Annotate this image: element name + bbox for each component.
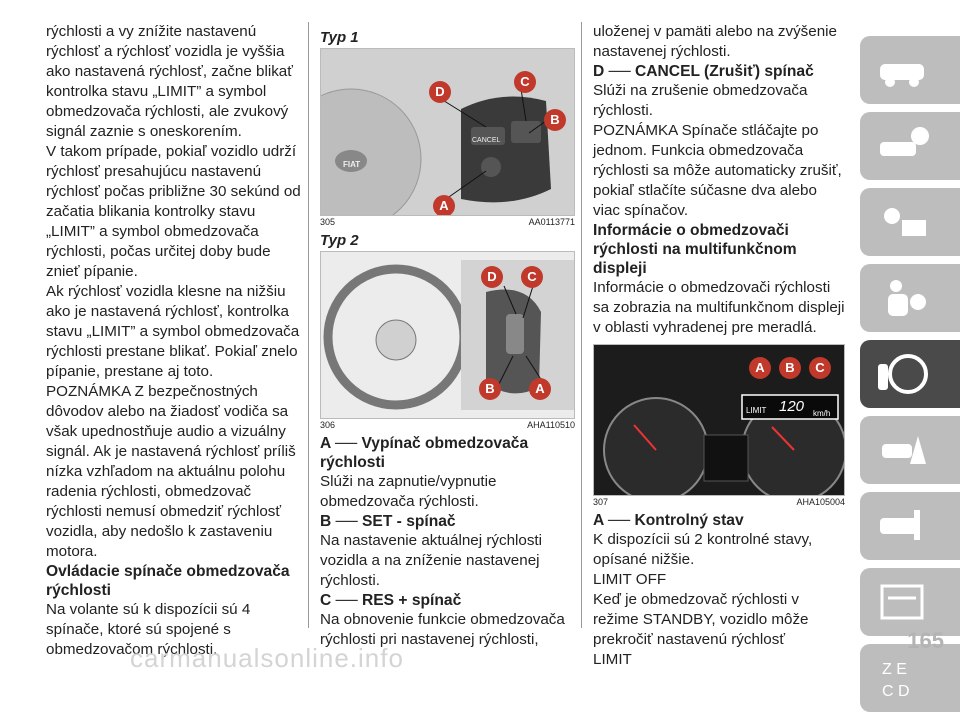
paragraph: LIMIT bbox=[593, 651, 632, 668]
instrument-cluster-illustration bbox=[594, 345, 844, 495]
figure-caption: 305 AA0113771 bbox=[320, 217, 575, 228]
badge-d: D bbox=[429, 81, 451, 103]
figure-number: 305 bbox=[320, 217, 336, 227]
paragraph: Slúži na zapnutie/vypnutie obmedzovača r… bbox=[320, 473, 497, 510]
column-1: rýchlosti a vy znížite nastavenú rýchlos… bbox=[46, 22, 301, 660]
badge-b: B bbox=[544, 109, 566, 131]
column-2: Typ 1 CANCEL FIAT D C B A 305 AA0113771 … bbox=[320, 28, 575, 650]
light-and-message-icon bbox=[884, 208, 926, 236]
svg-text:C D: C D bbox=[882, 683, 910, 700]
section-heading: Ovládacie spínače obmedzovača rýchlosti bbox=[46, 563, 290, 599]
figure-code: AHA105004 bbox=[796, 497, 845, 507]
paragraph: Informácie o obmedzovači rýchlosti sa zo… bbox=[593, 279, 845, 336]
figure-number: 307 bbox=[593, 497, 609, 507]
alphabet-index-icon: Z E C D bbox=[882, 661, 910, 700]
figure-type-label: Typ 1 bbox=[320, 29, 359, 46]
paragraph: Ak rýchlosť vozidla klesne na nižšiu ako… bbox=[46, 283, 300, 380]
tab-safety[interactable] bbox=[860, 264, 960, 332]
display-unit-text: km/h bbox=[813, 409, 831, 418]
seatbelt-airbag-icon bbox=[888, 280, 926, 316]
badge-a: A bbox=[529, 378, 551, 400]
page-number: 165 bbox=[907, 628, 944, 653]
paragraph: K dispozícii sú 2 kontrolné stavy, opísa… bbox=[593, 531, 813, 568]
section-heading: A ── Kontrolný stav bbox=[593, 512, 744, 529]
paragraph: V takom prípade, pokiaľ vozidlo udrží rý… bbox=[46, 143, 301, 280]
column-3: uloženej v pamäti alebo na zvýšenie nast… bbox=[593, 22, 845, 670]
brand-label: FIAT bbox=[343, 160, 361, 169]
tab-car-knowledge[interactable] bbox=[860, 36, 960, 104]
figure-code: AA0113771 bbox=[528, 217, 575, 227]
section-heading: D ── CANCEL (Zrušiť) spínač bbox=[593, 63, 814, 80]
badge-a: A bbox=[749, 357, 771, 379]
figure-305: CANCEL FIAT D C B A bbox=[320, 48, 575, 216]
chapter-sidebar: Z E C D bbox=[860, 36, 960, 720]
badge-b: B bbox=[779, 357, 801, 379]
paragraph: Slúži na zrušenie obmedzovača rýchlosti. bbox=[593, 82, 808, 119]
paragraph: rýchlosti a vy znížite nastavenú rýchlos… bbox=[46, 23, 293, 140]
paragraph: Na nastavenie aktuálnej rýchlosti vozidl… bbox=[320, 532, 543, 589]
section-heading: B ── SET - spínač bbox=[320, 513, 456, 530]
section-heading: Informácie o obmedzovači rýchlosti na mu… bbox=[593, 222, 797, 277]
badge-d: D bbox=[481, 266, 503, 288]
figure-number: 306 bbox=[320, 420, 336, 430]
paragraph: POZNÁMKA Z bezpečnostných dôvodov alebo … bbox=[46, 383, 296, 560]
figure-307: LIMIT 120 km/h A B C bbox=[593, 344, 845, 496]
section-heading: A ── Vypínač obmedzovača rýchlosti bbox=[320, 435, 529, 471]
paragraph: POZNÁMKA Spínače stláčajte po jednom. Fu… bbox=[593, 122, 842, 219]
badge-c: C bbox=[521, 266, 543, 288]
paragraph: Na obnovenie funkcie obmedzovača rýchlos… bbox=[320, 611, 565, 648]
emergency-icon bbox=[882, 436, 926, 464]
paragraph: uloženej v pamäti alebo na zvýšenie nast… bbox=[593, 23, 837, 60]
technical-data-icon bbox=[880, 584, 924, 620]
column-divider bbox=[581, 22, 582, 628]
display-limit-text: LIMIT bbox=[746, 406, 767, 415]
badge-c: C bbox=[809, 357, 831, 379]
column-divider bbox=[308, 22, 309, 628]
tab-maintenance[interactable] bbox=[860, 492, 960, 560]
display-speed-text: 120 bbox=[779, 398, 805, 415]
figure-caption: 306 AHA110510 bbox=[320, 420, 575, 431]
figure-type-label: Typ 2 bbox=[320, 232, 359, 249]
section-heading: C ── RES + spínač bbox=[320, 592, 462, 609]
paragraph: Keď je obmedzovač rýchlosti v režime STA… bbox=[593, 591, 809, 648]
cancel-label: CANCEL bbox=[472, 137, 501, 144]
figure-caption: 307 AHA105004 bbox=[593, 497, 845, 508]
paragraph: LIMIT OFF bbox=[593, 571, 667, 588]
badge-c: C bbox=[514, 71, 536, 93]
figure-306: D C B A bbox=[320, 251, 575, 419]
badge-a: A bbox=[433, 195, 455, 215]
badge-b: B bbox=[479, 378, 501, 400]
tab-driving[interactable] bbox=[860, 340, 960, 408]
maintenance-icon bbox=[880, 510, 920, 540]
tab-info[interactable] bbox=[860, 112, 960, 180]
watermark: carmanualsonline.info bbox=[130, 643, 404, 673]
tab-warning-lights[interactable] bbox=[860, 188, 960, 256]
figure-code: AHA110510 bbox=[527, 420, 575, 430]
steering-wheel-key-icon bbox=[878, 354, 928, 394]
tab-index[interactable]: Z E C D bbox=[860, 644, 960, 712]
tab-emergency[interactable] bbox=[860, 416, 960, 484]
paragraph: Na volante sú k dispozícii sú 4 spínače,… bbox=[46, 601, 251, 658]
svg-text:Z E: Z E bbox=[882, 661, 907, 678]
car-icon bbox=[880, 64, 924, 87]
steering-switch-illustration bbox=[321, 49, 574, 215]
tab-technical-data[interactable] bbox=[860, 568, 960, 636]
info-car-icon bbox=[880, 127, 929, 156]
